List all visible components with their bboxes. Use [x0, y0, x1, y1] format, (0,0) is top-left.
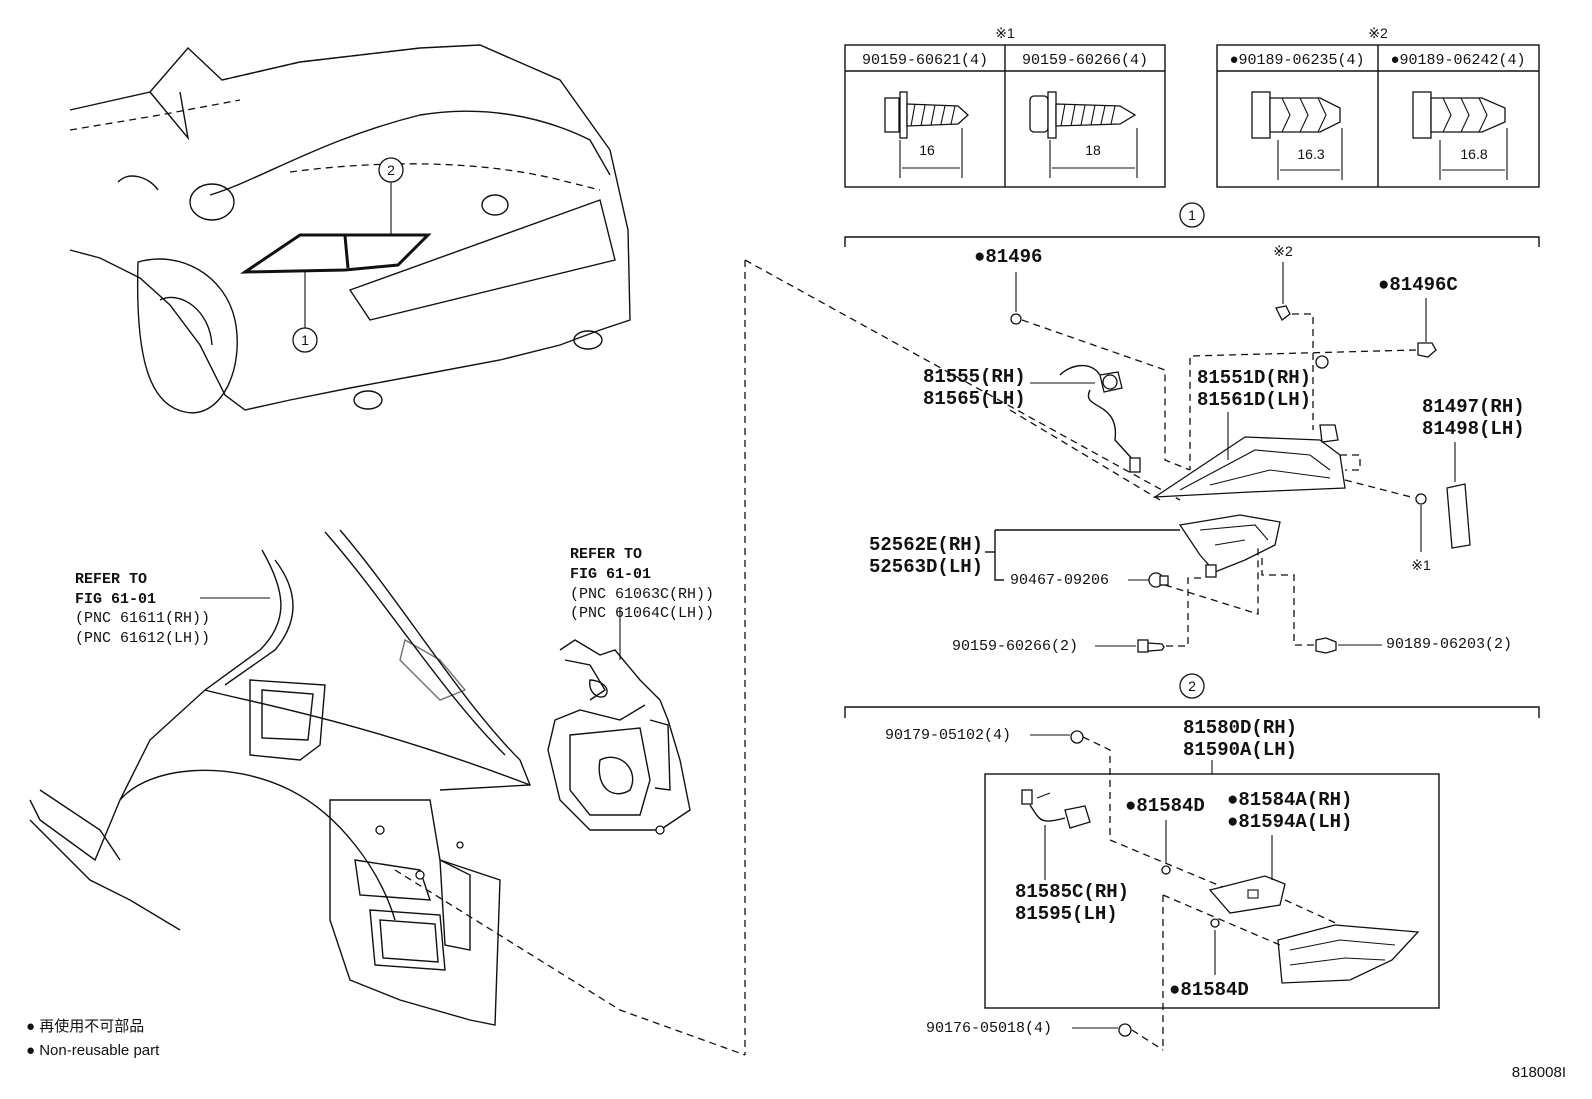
legend-jp: ● 再使用不可部品 [26, 1018, 144, 1035]
group-2-labels: 90179-05102(4) 81580D(RH) 81590A(LH) ●81… [885, 717, 1352, 1037]
group-1-mark2: ※2 [1273, 243, 1293, 259]
refer1-line1: REFER TO [75, 571, 147, 588]
nut-icon [1148, 572, 1169, 588]
refer1-line2: FIG 61-01 [75, 591, 156, 608]
fastener-90159-60266-length: 18 [1085, 142, 1101, 158]
fastener-90189-06235-code: ●90189-06235(4) [1229, 52, 1364, 69]
part-81555-rh: 81555(RH) [923, 366, 1026, 388]
fastener-group-mark2: ※2 ●90189-06235(4) ●90189-06242(4) 16.3 … [1216, 25, 1540, 188]
callout-2: 2 [378, 157, 404, 235]
fastener-mark1-label: ※1 [995, 25, 1015, 41]
refer-note-2: REFER TO FIG 61-01 (PNC 61063C(RH)) (PNC… [570, 546, 714, 622]
part-90176-05018: 90176-05018(4) [926, 1020, 1052, 1037]
tail-lamp-icon [1152, 424, 1346, 498]
fastener-90159-60621-code: 90159-60621(4) [862, 52, 988, 69]
part-90189-06203: 90189-06203(2) [1386, 636, 1512, 653]
refer1-pnc1: (PNC 61611(RH)) [75, 610, 210, 627]
group-1-parts [985, 262, 1471, 654]
callout-1: 1 [292, 270, 318, 353]
part-81565-lh: 81565(LH) [923, 388, 1026, 410]
inner-lamp-icon [1277, 924, 1420, 984]
callout-1-text: 1 [301, 332, 309, 348]
part-52563d-lh: 52563D(LH) [869, 556, 983, 578]
refer2-line2: FIG 61-01 [570, 566, 651, 583]
fastener-mark2-label: ※2 [1368, 25, 1388, 41]
part-81498-lh: 81498(LH) [1422, 418, 1525, 440]
part-90159-60266: 90159-60266(2) [952, 638, 1078, 655]
screw-icon [1137, 639, 1165, 653]
clip-icon [1412, 91, 1506, 139]
refer2-pnc2: (PNC 61064C(LH)) [570, 605, 714, 622]
car-rear-illustration [69, 44, 631, 414]
clip-icon [1315, 637, 1337, 654]
group-1-labels: ●81496 ※2 ●81496C 81555(RH) 81565(LH) 81… [869, 243, 1525, 655]
part-52562e-rh: 52562E(RH) [869, 534, 983, 556]
inner-panel-illustration [547, 639, 691, 835]
part-81594a-lh: ●81594A(LH) [1227, 811, 1352, 833]
callout-2-text: 2 [387, 162, 395, 178]
part-81496c: ●81496C [1378, 274, 1458, 296]
refer1-pnc2: (PNC 61612(LH)) [75, 630, 210, 647]
fastener-90159-60621-length: 16 [919, 142, 935, 158]
legend-en: ● Non-reusable part [26, 1042, 160, 1059]
group-2-heading: 2 [844, 673, 1540, 718]
leader-line [744, 259, 1181, 501]
group-2-number: 2 [1188, 678, 1196, 694]
fastener-90159-60266-code: 90159-60266(4) [1022, 52, 1148, 69]
gasket-icon [1208, 875, 1286, 914]
bulb-socket-icon [1021, 789, 1091, 829]
bolt-icon [884, 91, 969, 139]
part-81584d-lower: ●81584D [1169, 979, 1249, 1001]
fastener-90189-06242-length: 16.8 [1460, 146, 1487, 162]
bulb-socket-icon [1059, 355, 1329, 473]
part-81595-lh: 81595(LH) [1015, 903, 1118, 925]
part-81561d-lh: 81561D(LH) [1197, 389, 1311, 411]
quarter-panel-illustration [29, 529, 532, 1026]
part-81590a-lh: 81590A(LH) [1183, 739, 1297, 761]
group-1-mark1: ※1 [1411, 557, 1431, 573]
part-81551d-rh: 81551D(RH) [1197, 367, 1311, 389]
leader-line [394, 869, 746, 1056]
part-81585c-rh: 81585C(RH) [1015, 881, 1129, 903]
part-81584a-rh: ●81584A(RH) [1227, 789, 1352, 811]
refer2-pnc1: (PNC 61063C(RH)) [570, 586, 714, 603]
group-2-parts [984, 730, 1440, 1051]
pad-icon [1446, 483, 1471, 549]
refer-note-1: REFER TO FIG 61-01 (PNC 61611(RH)) (PNC … [75, 571, 210, 647]
refer2-line1: REFER TO [570, 546, 642, 563]
legend: ● 再使用不可部品 ● Non-reusable part [26, 1018, 160, 1059]
clip-icon [1251, 91, 1341, 139]
figure-id: 818008I [1512, 1064, 1566, 1081]
fastener-90189-06235-length: 16.3 [1297, 146, 1324, 162]
screw-icon [1029, 91, 1137, 139]
group-1-number: 1 [1188, 207, 1196, 223]
part-81496: ●81496 [974, 246, 1042, 268]
part-81584d-upper: ●81584D [1125, 795, 1205, 817]
bracket-icon [1178, 514, 1281, 578]
part-90179-05102: 90179-05102(4) [885, 727, 1011, 744]
fastener-group-mark1: ※1 90159-60621(4) 90159-60266(4) 16 18 [844, 25, 1166, 188]
group-1-heading: 1 [844, 202, 1540, 247]
part-90467-09206: 90467-09206 [1010, 572, 1109, 589]
fastener-90189-06242-code: ●90189-06242(4) [1390, 52, 1525, 69]
part-81580d-rh: 81580D(RH) [1183, 717, 1297, 739]
part-81497-rh: 81497(RH) [1422, 396, 1525, 418]
